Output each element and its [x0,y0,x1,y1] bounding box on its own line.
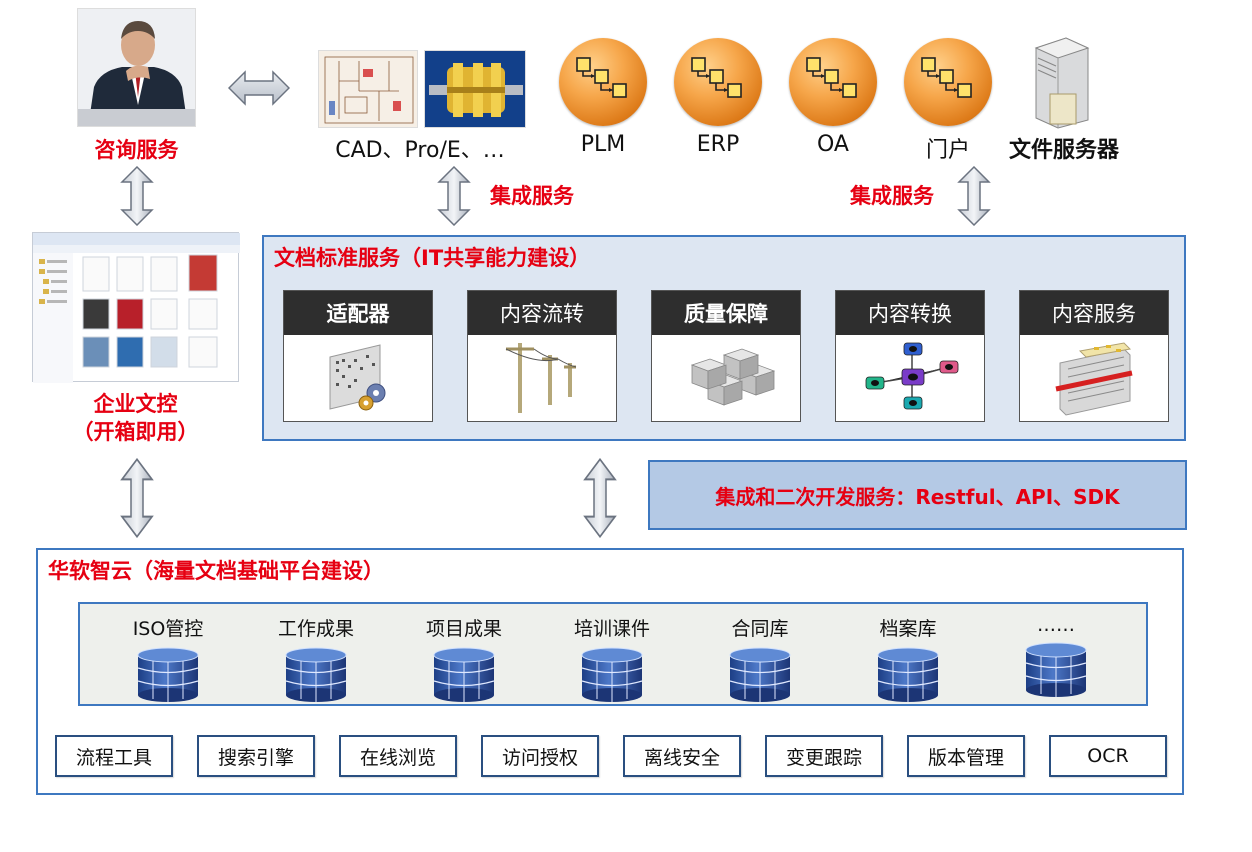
bidirectional-arrow-icon [228,70,290,106]
integration-label-left: 集成服务 [490,184,574,208]
database-icon [1024,642,1088,698]
repo-label: 档案库 [879,618,937,640]
server-cluster-icon [690,348,776,406]
adapter-icon [329,344,386,411]
oa-label: OA [817,132,849,157]
repo-project[interactable]: 项目成果 [404,614,524,703]
tool-ocr[interactable]: OCR [1049,735,1167,777]
vertical-arrow-icon [437,166,471,226]
plm-label: PLM [580,132,626,157]
database-icon [876,647,940,703]
service-title: 内容转换 [836,291,984,335]
database-icon [432,647,496,703]
consult-label: 咨询服务 [94,138,179,162]
oa-orb [789,38,877,126]
repo-work[interactable]: 工作成果 [256,614,376,703]
database-icon [728,647,792,703]
file-server-label: 文件服务器 [1008,138,1119,163]
repo-training[interactable]: 培训课件 [552,614,672,703]
repo-label: …… [1037,614,1075,636]
doc-standard-title: 文档标准服务（IT共享能力建设） [274,246,591,270]
cad-label: CAD、Pro/E、… [335,138,505,163]
portal-orb [904,38,992,126]
integration-label-right: 集成服务 [850,184,934,208]
database-icon [580,647,644,703]
tool-search[interactable]: 搜索引擎 [197,735,315,777]
vertical-arrow-icon [957,166,991,226]
dev-services-box: 集成和二次开发服务：Restful、API、SDK [648,460,1187,530]
tool-offline-security[interactable]: 离线安全 [623,735,741,777]
workflow-icon [576,57,627,98]
service-title: 适配器 [284,291,432,335]
tool-change-tracking[interactable]: 变更跟踪 [765,735,883,777]
file-server-icon [1034,37,1090,129]
enterprise-app-screenshot [32,232,240,383]
service-card-content-service[interactable]: 内容服务 [1019,290,1169,422]
tool-access-auth[interactable]: 访问授权 [481,735,599,777]
repo-label: 合同库 [731,618,789,640]
utility-pole-icon [505,343,577,413]
vertical-arrow-icon [583,458,617,538]
erp-orb [674,38,762,126]
consultant-photo [77,8,196,127]
enterprise-sublabel: （开箱即用） [72,420,199,444]
service-title: 质量保障 [652,291,800,335]
repo-archive[interactable]: 档案库 [848,614,968,703]
service-title: 内容流转 [468,291,616,335]
tool-workflow[interactable]: 流程工具 [55,735,173,777]
repo-label: 项目成果 [425,618,502,640]
service-card-conversion[interactable]: 内容转换 [835,290,985,422]
cad-drawing-thumbnail [318,50,418,128]
proe-model-thumbnail [424,50,526,128]
tool-version-mgmt[interactable]: 版本管理 [907,735,1025,777]
repo-iso[interactable]: ISO管控 [108,614,228,703]
service-card-quality[interactable]: 质量保障 [651,290,801,422]
vertical-arrow-icon [120,166,154,226]
repo-label: 工作成果 [277,618,354,640]
repo-contract[interactable]: 合同库 [700,614,820,703]
repo-label: ISO管控 [132,618,204,640]
service-title: 内容服务 [1020,291,1168,335]
content-rack-icon [1055,342,1133,416]
database-icon [284,647,348,703]
service-card-adapter[interactable]: 适配器 [283,290,433,422]
enterprise-label: 企业文控 [93,392,178,416]
service-card-content-flow[interactable]: 内容流转 [467,290,617,422]
tool-online-view[interactable]: 在线浏览 [339,735,457,777]
repo-more[interactable]: …… [996,614,1116,698]
vertical-arrow-icon [120,458,154,538]
plm-orb [559,38,647,126]
workflow-icon [921,57,972,98]
workflow-icon [806,57,857,98]
network-nodes-icon [865,342,959,410]
database-icon [136,647,200,703]
repo-label: 培训课件 [573,618,650,640]
erp-label: ERP [696,132,740,157]
platform-title: 华软智云（海量文档基础平台建设） [48,559,384,583]
workflow-icon [691,57,742,98]
portal-label: 门户 [925,138,970,163]
